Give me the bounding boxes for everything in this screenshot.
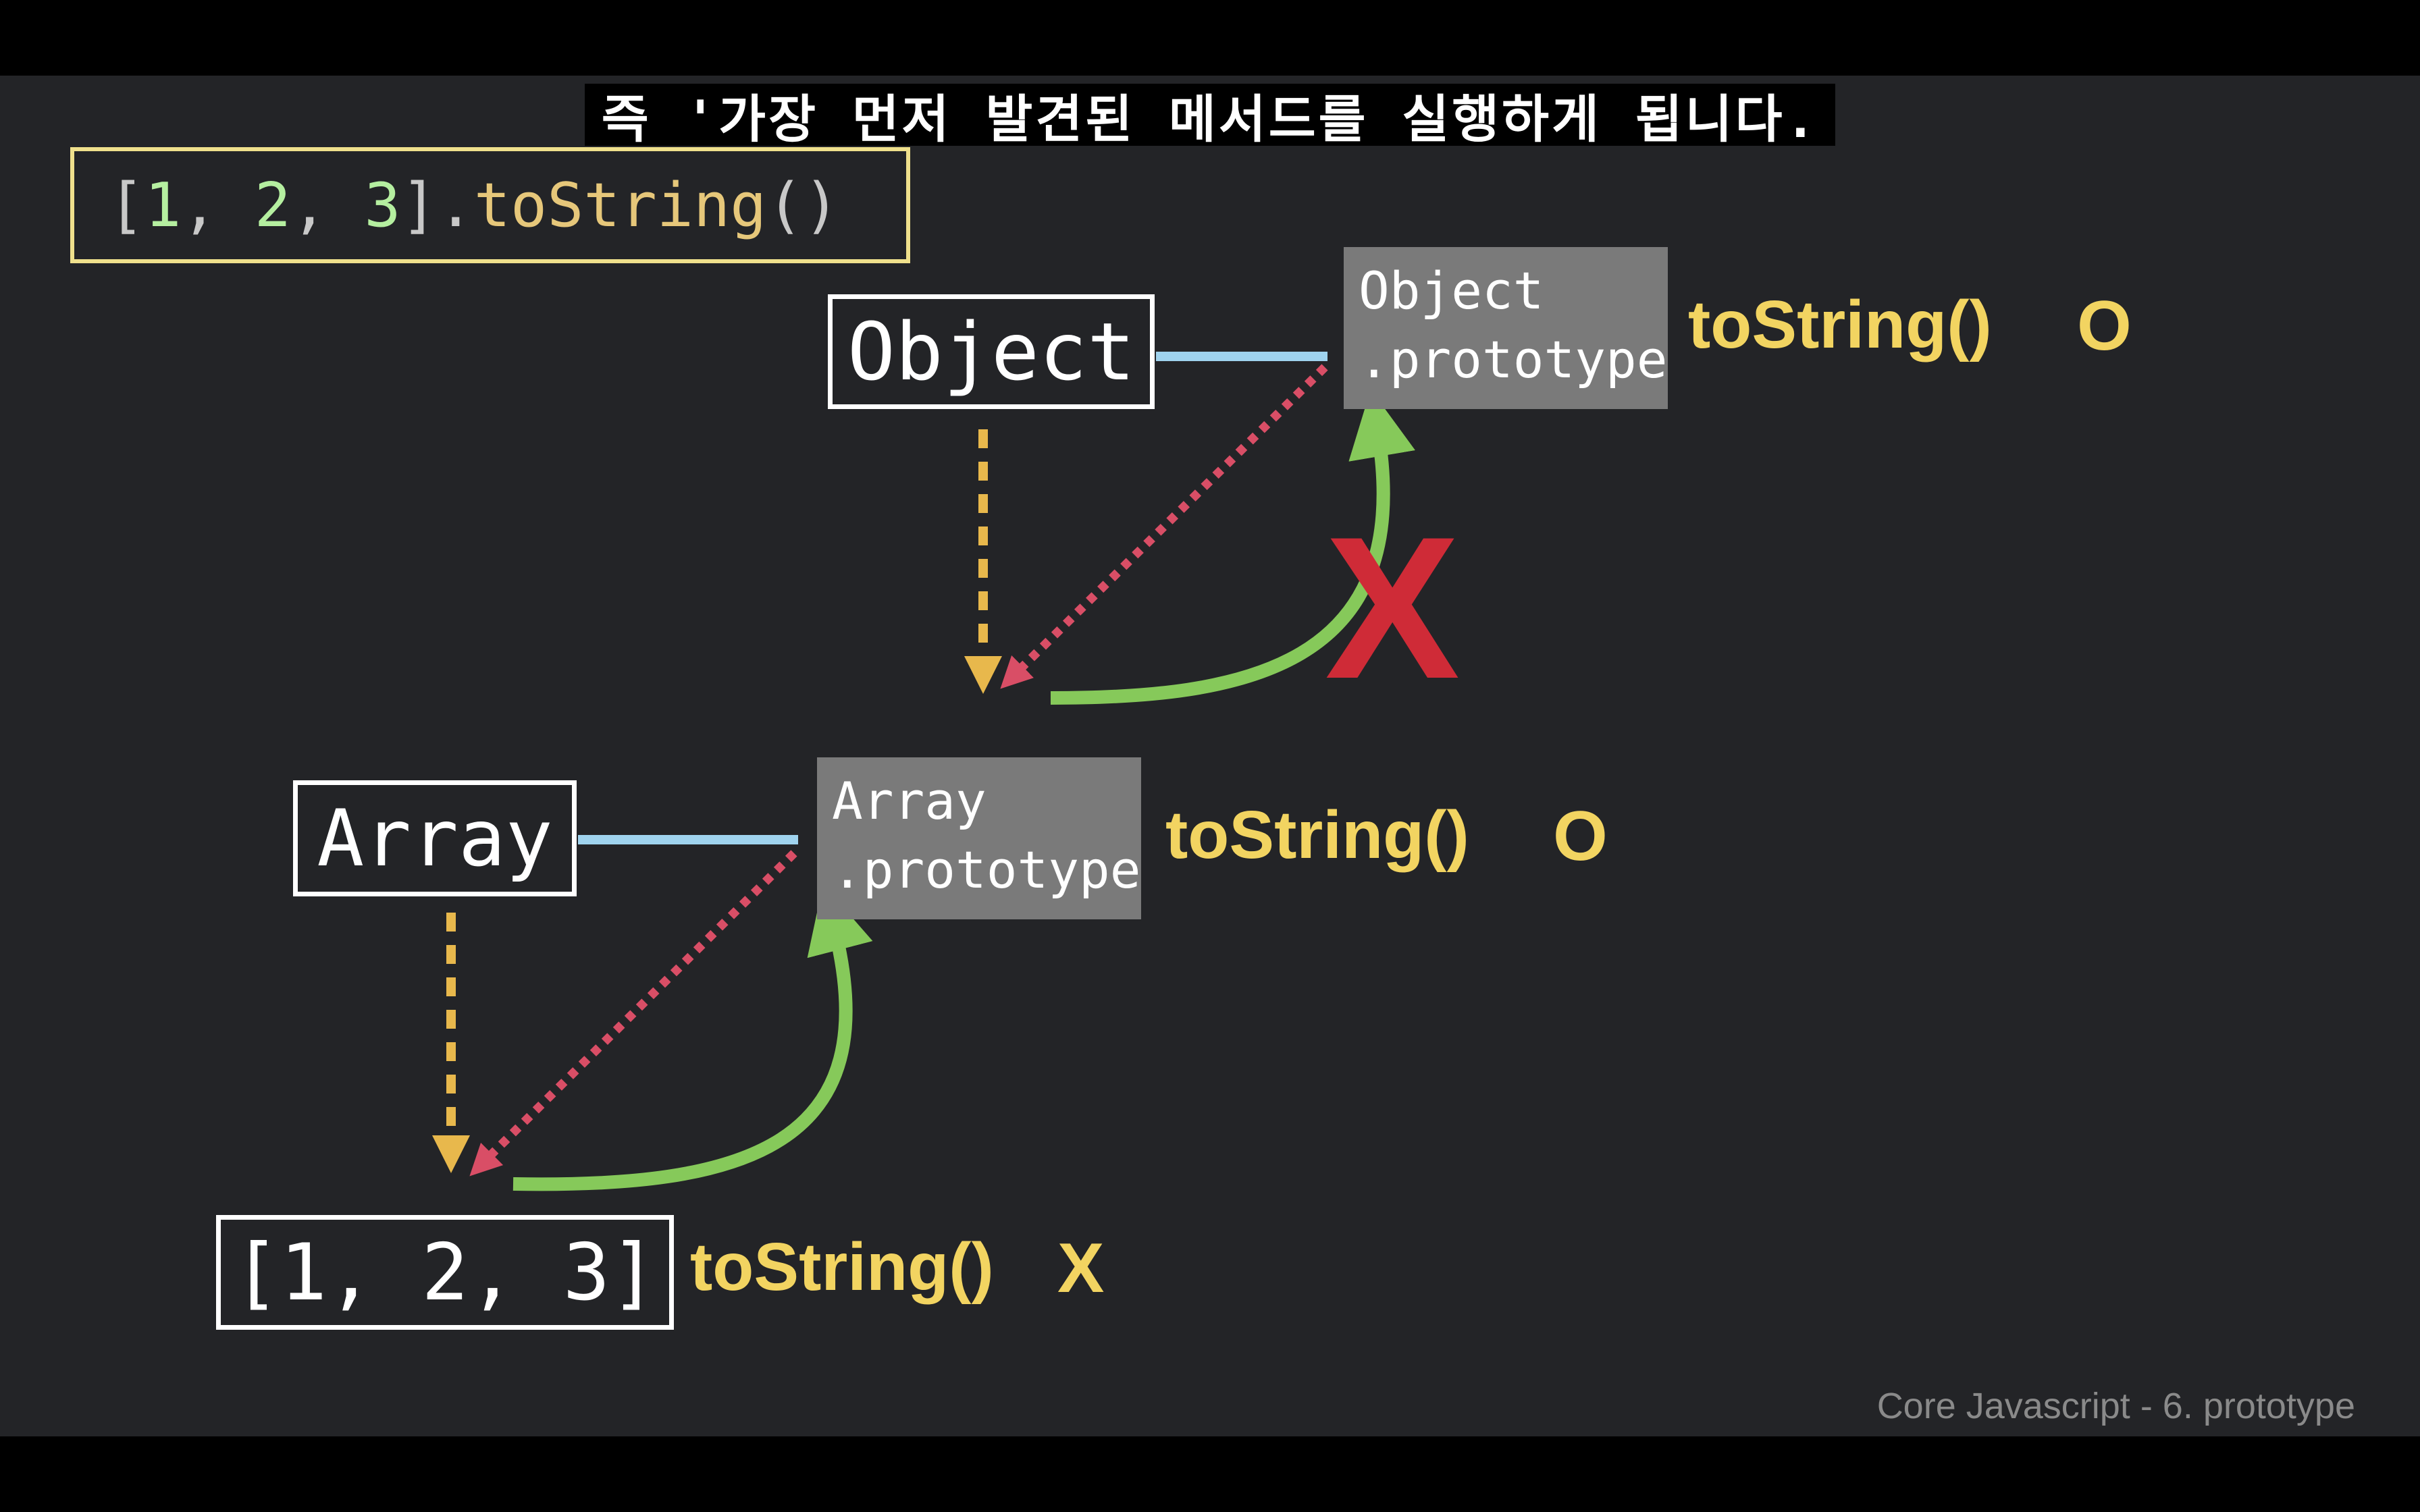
object-constructor-box: Object <box>828 294 1155 409</box>
code-separator: , <box>181 169 255 241</box>
footer-caption: Core Javascript - 6. prototype <box>1876 1386 2355 1426</box>
array-method-label: toString() <box>1165 797 1469 873</box>
slide-background <box>0 76 2420 1436</box>
array-constructor-box: Array <box>293 780 577 896</box>
instance-method-label: toString() <box>690 1229 994 1305</box>
code-bracket-open: [ <box>108 169 145 241</box>
object-prototype-line2: .prototype <box>1359 329 1668 389</box>
code-dot: . <box>437 169 474 241</box>
object-prototype-line1: Object <box>1359 261 1544 321</box>
code-number: 3 <box>364 169 401 241</box>
blocked-lookup-mark: X <box>1325 494 1461 721</box>
instance-method-mark: X <box>1057 1229 1105 1307</box>
code-parens: () <box>766 169 840 241</box>
code-number: 2 <box>254 169 291 241</box>
subtitle-text: 즉 '가장 먼저 발견된 메서드를 실행하게 됩니다. <box>601 89 1819 149</box>
code-method: toString <box>473 169 767 241</box>
object-method-mark: O <box>2077 287 2132 365</box>
code-expression: [1, 2, 3].toString() <box>70 147 910 263</box>
code-number: 1 <box>144 169 182 241</box>
code-separator: , <box>290 169 365 241</box>
object-proto-chain-link <box>1000 364 1328 689</box>
array-lookup-arrow <box>512 884 873 1191</box>
object-method-label: toString() <box>1688 287 1992 362</box>
instance-box: [1, 2, 3] <box>216 1215 674 1330</box>
subtitle-bar: 즉 '가장 먼저 발견된 메서드를 실행하게 됩니다. <box>585 84 1835 149</box>
object-lookup-arrow <box>1050 389 1415 705</box>
object-prototype-box: Object .prototype <box>1344 247 1668 409</box>
array-prototype-line1: Array <box>832 771 987 831</box>
array-proto-chain-link <box>469 850 797 1177</box>
array-prototype-line2: .prototype <box>832 840 1141 900</box>
array-prototype-box: Array .prototype <box>817 757 1141 919</box>
code-bracket-close: ] <box>400 169 438 241</box>
array-method-mark: O <box>1553 797 1608 875</box>
